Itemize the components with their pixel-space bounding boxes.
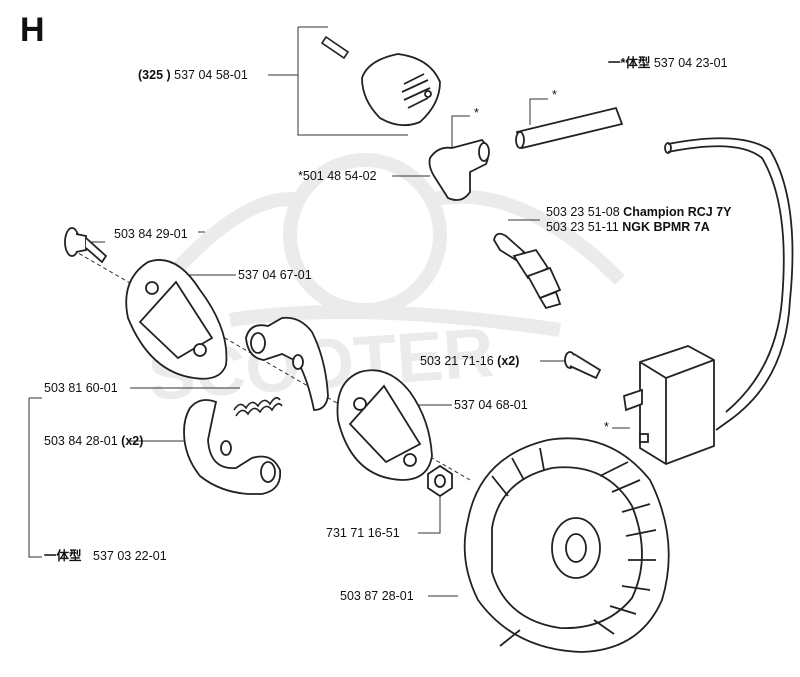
one-piece-top-prefix: 一*体型 [608, 56, 651, 70]
pin-part [320, 35, 350, 60]
plug-2-label: 503 23 51-11 NGK BPMR 7A [546, 220, 710, 235]
shoe-part: 503 84 28-01 [44, 434, 118, 448]
ignition-cable-part [664, 137, 794, 431]
clutch-spring-part [233, 396, 283, 417]
ignition-module-part [623, 345, 715, 465]
module-screw-part: 503 21 71-16 [420, 354, 494, 368]
shoe-qty: (x2) [121, 434, 144, 448]
one-piece-bottom-prefix: 一体型 [44, 549, 82, 563]
plug-1-name: Champion RCJ 7Y [623, 205, 732, 219]
ignition-cover-part [361, 53, 441, 127]
plate-lower-label: 537 04 68-01 [454, 398, 528, 412]
star-mark-module: * [604, 420, 609, 434]
module-screw-qty: (x2) [497, 354, 520, 368]
spring-label: 503 81 60-01 [44, 381, 118, 395]
clutch-shoe-lower-part [183, 399, 282, 495]
plug-1-part: 503 23 51-08 [546, 205, 620, 219]
nut-label: 731 71 16-51 [326, 526, 400, 540]
clutch-plate-lower-part [336, 369, 433, 481]
plug-2-part: 503 23 51-11 [546, 220, 619, 234]
bolt-label: 503 84 29-01 [114, 227, 188, 241]
spark-plug-part [493, 232, 562, 310]
clutch-shoe-upper-part [245, 316, 329, 411]
shoe-label: 503 84 28-01 (x2) [44, 434, 143, 449]
one-piece-bottom-part: 537 03 22-01 [93, 549, 167, 563]
cover-label-prefix: (325 ) [138, 68, 171, 82]
one-piece-top-label: 一*体型 537 04 23-01 [608, 56, 728, 71]
ignition-tube-part [515, 106, 624, 150]
plate-upper-label: 537 04 67-01 [238, 268, 312, 282]
flywheel-part [463, 437, 670, 653]
nut-part [427, 464, 453, 498]
module-screw-label: 503 21 71-16 (x2) [420, 354, 519, 369]
star-mark-boot: * [474, 106, 479, 120]
boot-label: *501 48 54-02 [298, 169, 377, 183]
flywheel-label: 503 87 28-01 [340, 589, 414, 603]
spark-plug-boot-part [428, 138, 490, 201]
module-screw-part [564, 351, 602, 380]
plug-1-label: 503 23 51-08 Champion RCJ 7Y [546, 205, 732, 220]
bolt-part [64, 227, 108, 264]
one-piece-top-part: 537 04 23-01 [653, 56, 728, 70]
section-letter: H [20, 11, 45, 49]
clutch-plate-upper-part [125, 259, 228, 380]
cover-label-part: 537 04 58-01 [174, 68, 248, 82]
star-mark-tube: * [552, 88, 557, 102]
plug-2-name: NGK BPMR 7A [622, 220, 710, 234]
cover-label: (325 ) 537 04 58-01 [138, 68, 248, 83]
one-piece-bottom-label: 一体型 537 03 22-01 [44, 549, 167, 564]
